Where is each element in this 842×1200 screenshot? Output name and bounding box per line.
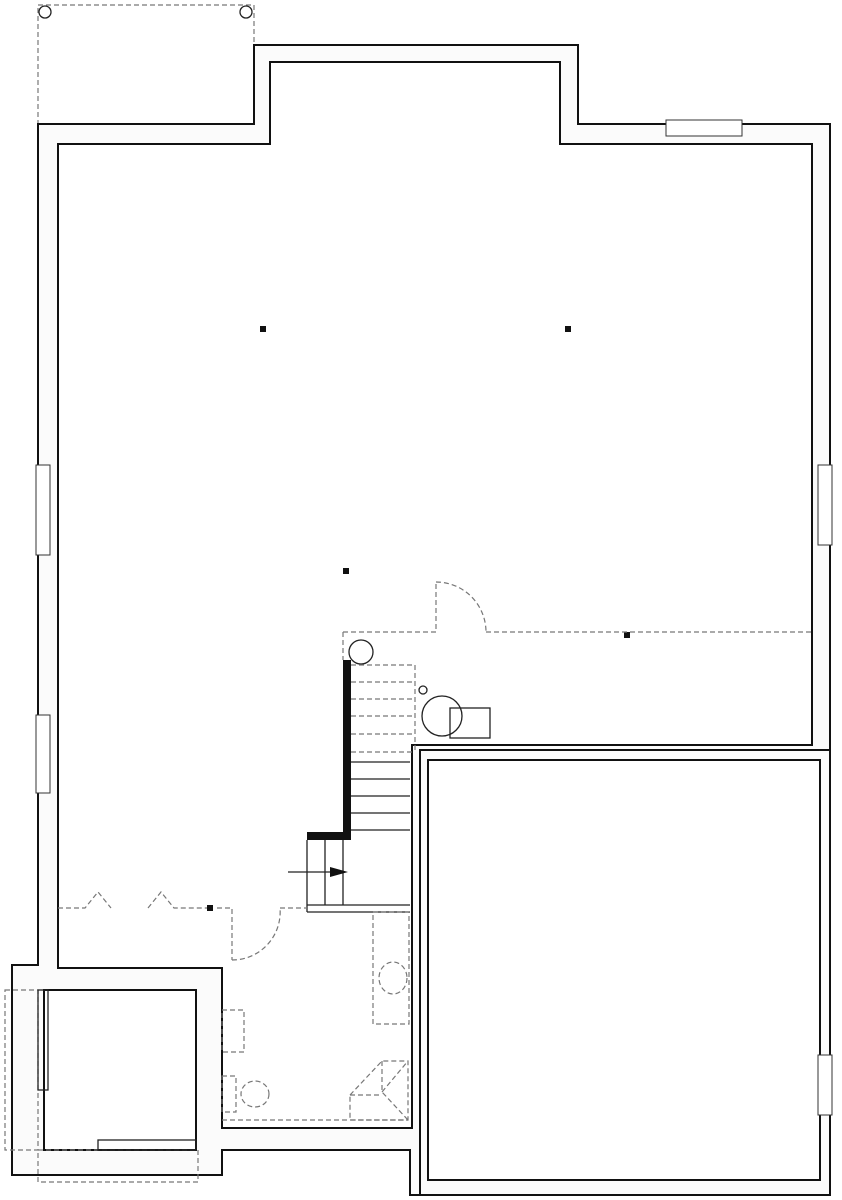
garage [427,759,821,1181]
columns [207,326,630,911]
vanity [372,911,410,1025]
cold-room [43,989,197,1151]
door-swing [435,581,487,633]
main-room [57,61,813,1129]
post-circle [239,5,253,19]
column [260,326,266,332]
post-circle [38,5,52,19]
wall-stub [97,1139,197,1151]
water-heater [348,639,374,665]
towel-rack [221,1009,245,1053]
door-swing [231,907,281,961]
window [817,464,833,546]
furnace [449,707,491,739]
column [565,326,571,332]
shower [349,1060,409,1121]
upper-deck-outline [37,4,255,126]
stair-wall [307,832,351,840]
garage-door-opening [817,1054,833,1116]
window [35,714,51,794]
toilet [240,1080,270,1108]
sink [378,961,408,995]
window [665,119,743,137]
stair-wall [343,660,351,838]
column [207,905,213,911]
stair-direction-arrow-icon [330,867,348,877]
toilet-tank [221,1075,237,1113]
column [624,632,630,638]
stairs-above [351,664,416,753]
column [343,568,349,574]
mechanical-room-outline [342,582,812,660]
furnace-circle [421,695,463,737]
wall-stub [37,989,49,1091]
window [35,464,51,556]
floor-drain [418,685,428,695]
